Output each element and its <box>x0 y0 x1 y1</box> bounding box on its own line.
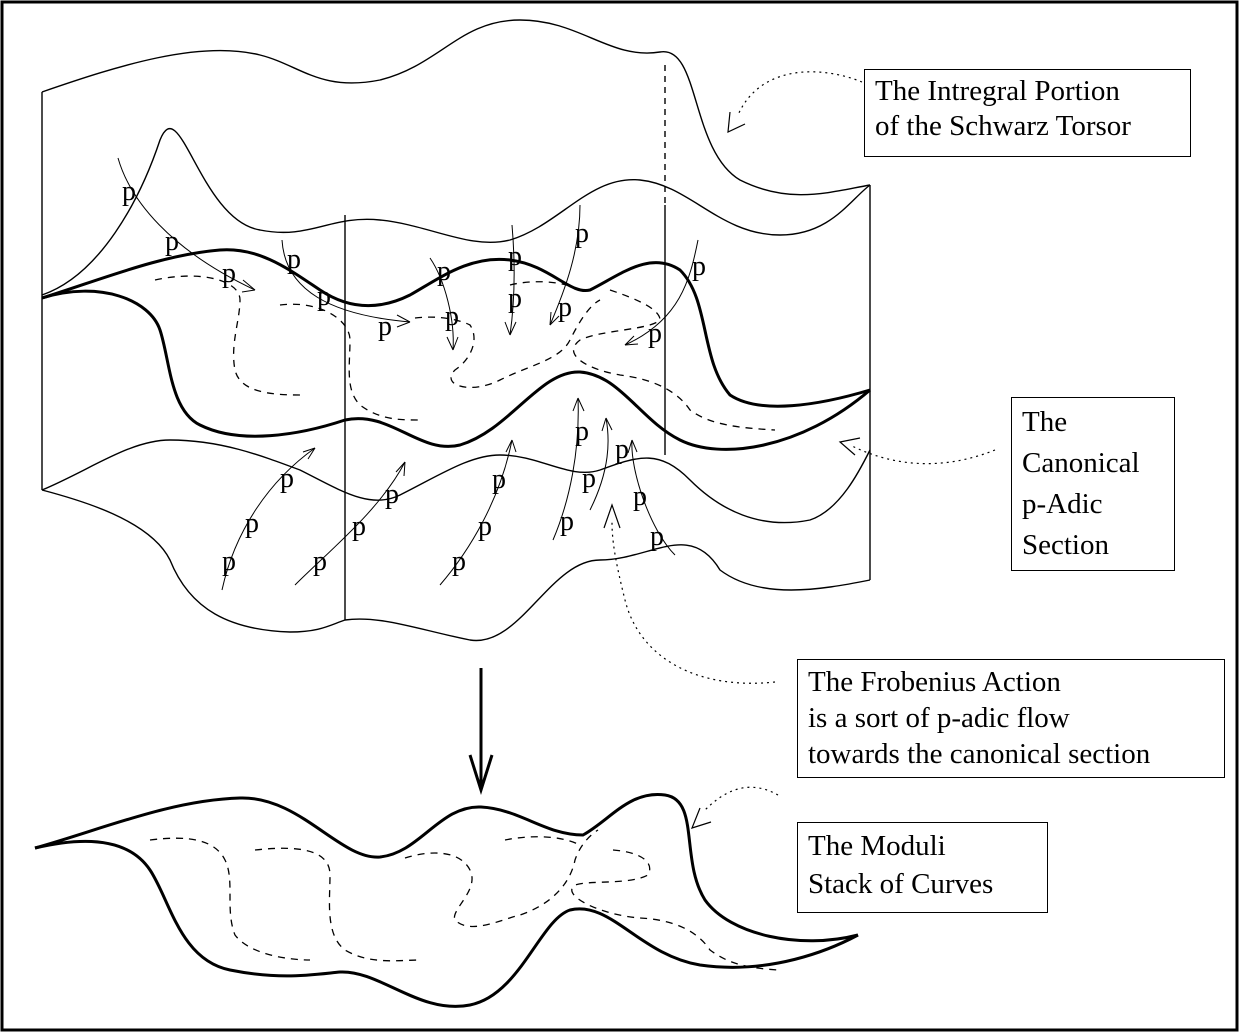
frobenius-flow-arrows-lower <box>221 397 676 591</box>
label-line: towards the canonical section <box>808 738 1151 770</box>
label-frobenius-action: The Frobenius Action is a sort of p-adic… <box>797 659 1225 778</box>
canonical-section-dashes <box>154 275 776 431</box>
p-symbol: p <box>245 508 259 539</box>
p-symbol: p <box>352 511 366 542</box>
label-line: The <box>1022 406 1068 438</box>
p-symbol: p <box>222 546 236 577</box>
torsor-surface <box>41 19 871 642</box>
moduli-stack-surface <box>34 792 859 1008</box>
p-symbol: p <box>492 464 506 495</box>
p-symbol: p <box>508 241 522 272</box>
p-symbol: p <box>287 244 301 275</box>
label-line: The Moduli <box>808 830 946 862</box>
torsor-top-edge <box>41 19 871 196</box>
p-symbol: p <box>378 311 392 342</box>
label-line: The Frobenius Action <box>808 666 1061 698</box>
label-line: Stack of Curves <box>808 868 994 900</box>
projection-arrow <box>468 668 494 796</box>
p-symbol: p <box>558 292 572 323</box>
moduli-stack-dashes <box>149 829 779 971</box>
p-symbol: p <box>122 176 136 207</box>
canonical-section-curve <box>41 248 871 451</box>
p-symbol: p <box>615 434 629 465</box>
p-symbol: p <box>575 218 589 249</box>
p-symbol: p <box>452 546 466 577</box>
leader-lines <box>611 71 996 811</box>
label-line: Canonical <box>1022 447 1140 479</box>
p-symbol: p <box>508 283 522 314</box>
label-line: The Intregral Portion <box>875 75 1120 107</box>
p-symbol: p <box>478 511 492 542</box>
p-symbol: p <box>280 463 294 494</box>
p-symbol: p <box>582 463 596 494</box>
p-symbol: p <box>222 258 236 289</box>
label-line: Section <box>1022 529 1109 561</box>
p-symbol: p <box>648 318 662 349</box>
p-symbol: p <box>317 281 331 312</box>
label-line: is a sort of p-adic flow <box>808 702 1070 734</box>
p-symbol: p <box>385 479 399 510</box>
frobenius-flow-arrows <box>117 157 699 351</box>
label-line: of the Schwarz Torsor <box>875 110 1131 142</box>
p-symbol: p <box>692 251 706 282</box>
p-symbol: p <box>560 506 574 537</box>
label-canonical-section: The Canonical p-Adic Section <box>1011 397 1175 571</box>
p-symbol: p <box>313 546 327 577</box>
p-symbol: p <box>445 301 459 332</box>
p-symbol: p <box>437 256 451 287</box>
leader-arrowheads <box>603 111 861 829</box>
label-moduli-stack: The Moduli Stack of Curves <box>797 822 1048 913</box>
p-symbol: p <box>575 416 589 447</box>
p-symbol: p <box>633 481 647 512</box>
label-line: p-Adic <box>1022 488 1103 520</box>
label-schwarz-torsor: The Intregral Portion of the Schwarz Tor… <box>864 69 1191 157</box>
p-symbol: p <box>650 521 664 552</box>
p-labels: p p p p p p p p p p p p p p p p p p p p … <box>122 176 706 577</box>
p-symbol: p <box>165 226 179 257</box>
